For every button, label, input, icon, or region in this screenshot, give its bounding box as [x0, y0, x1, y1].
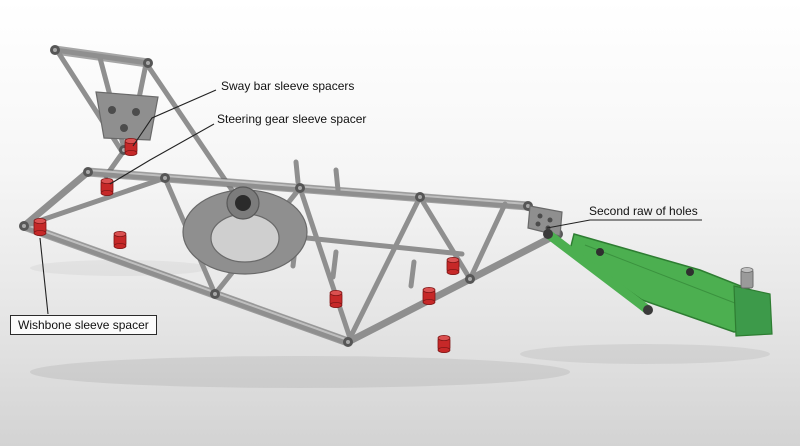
sway-bar-spacer — [124, 137, 138, 157]
wishbone-spacer — [422, 286, 436, 306]
annotation-wishbone-spacer: Wishbone sleeve spacer — [10, 315, 157, 335]
green-link-rod — [543, 229, 653, 315]
green-trailing-arm — [543, 229, 773, 337]
center-plate — [182, 186, 308, 275]
floor-shadow — [30, 260, 770, 388]
wishbone-spacer — [113, 230, 127, 250]
wishbone-spacer-front — [33, 217, 47, 237]
annotation-second-row-of-holes: Second raw of holes — [589, 204, 698, 218]
wishbone-spacer-rear — [437, 334, 451, 354]
leader-sway-bar — [132, 89, 217, 147]
annotation-steering-gear-spacer: Steering gear sleeve spacer — [217, 112, 367, 126]
leader-lines — [39, 89, 702, 315]
wishbone-spacer — [329, 289, 343, 309]
wishbone-spacer — [446, 256, 460, 276]
leader-steering-gear — [109, 123, 215, 185]
steering-gear-spacer — [100, 177, 114, 197]
chassis-tubes — [19, 45, 563, 347]
annotation-sway-bar-spacers: Sway bar sleeve spacers — [221, 79, 355, 93]
leader-second-row — [546, 219, 702, 229]
leader-wishbone — [39, 237, 49, 315]
